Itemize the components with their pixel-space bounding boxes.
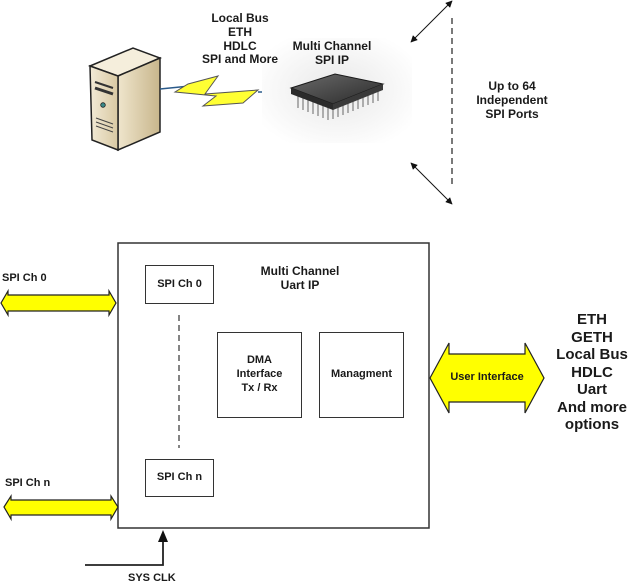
user-interface-arrow[interactable] [429,342,545,414]
block-title-line: Uart IP [280,277,320,292]
port-arrow-bottom [410,162,453,205]
option-item: options [564,416,620,434]
spi-ch0-box[interactable]: SPI Ch 0 [145,265,214,304]
spi-chn-box-label: SPI Ch n [156,471,203,484]
sys-clk-line [85,540,164,566]
option-item: And more [556,398,627,416]
interface-options: ETH GETH Local Bus HDLC Uart And more op… [550,311,632,434]
dma-interface-box[interactable]: DMA Interface Tx / Rx [217,332,302,418]
ext-spi-ch0-label: SPI Ch 0 [2,272,47,284]
port-arrow-top [410,0,453,43]
block-title-line: Multi Channel [260,264,340,278]
bus-labels: Local Bus ETH HDLC SPI and More [180,11,300,67]
dma-label-line: Interface [236,368,283,381]
management-label: Managment [330,368,393,381]
dma-label-line: Tx / Rx [241,381,278,394]
block-title: Multi Channel Uart IP [240,264,360,293]
sys-clk-arrowhead [158,530,168,542]
option-item: GETH [571,328,613,346]
spi-chn-box[interactable]: SPI Ch n [145,459,214,497]
ports-label: Up to 64 Independent SPI Ports [462,79,562,121]
ports-label-line: SPI Ports [485,106,539,121]
spi-ch0-box-label: SPI Ch 0 [157,277,202,290]
spi-chn-arrow [3,493,119,522]
lightning-link-icon [159,75,262,107]
microchip-icon [262,38,412,143]
bus-label: SPI and More [201,52,278,67]
dma-label-line: DMA [246,354,273,367]
option-item: ETH [577,311,607,328]
ext-spi-chn-label: SPI Ch n [5,477,51,489]
user-interface-label: User Interface [450,371,524,383]
option-item: Uart [576,381,607,399]
management-box[interactable]: Managment [319,332,404,418]
ports-label-line: Independent [476,92,548,107]
spi-ch0-arrow [0,288,117,318]
chip-title-line: Multi Channel [292,39,372,53]
option-item: Local Bus [556,346,628,364]
bus-label: Local Bus [211,11,269,25]
ports-label-line: Up to 64 [488,79,536,93]
server-tower-icon [87,47,163,152]
option-item: HDLC [571,363,613,381]
bus-label: HDLC [223,38,257,53]
chip-title-line: SPI IP [314,52,349,67]
chip-title: Multi Channel SPI IP [272,39,392,68]
sys-clk-label: SYS CLK [128,572,176,584]
bus-label: ETH [228,24,252,39]
